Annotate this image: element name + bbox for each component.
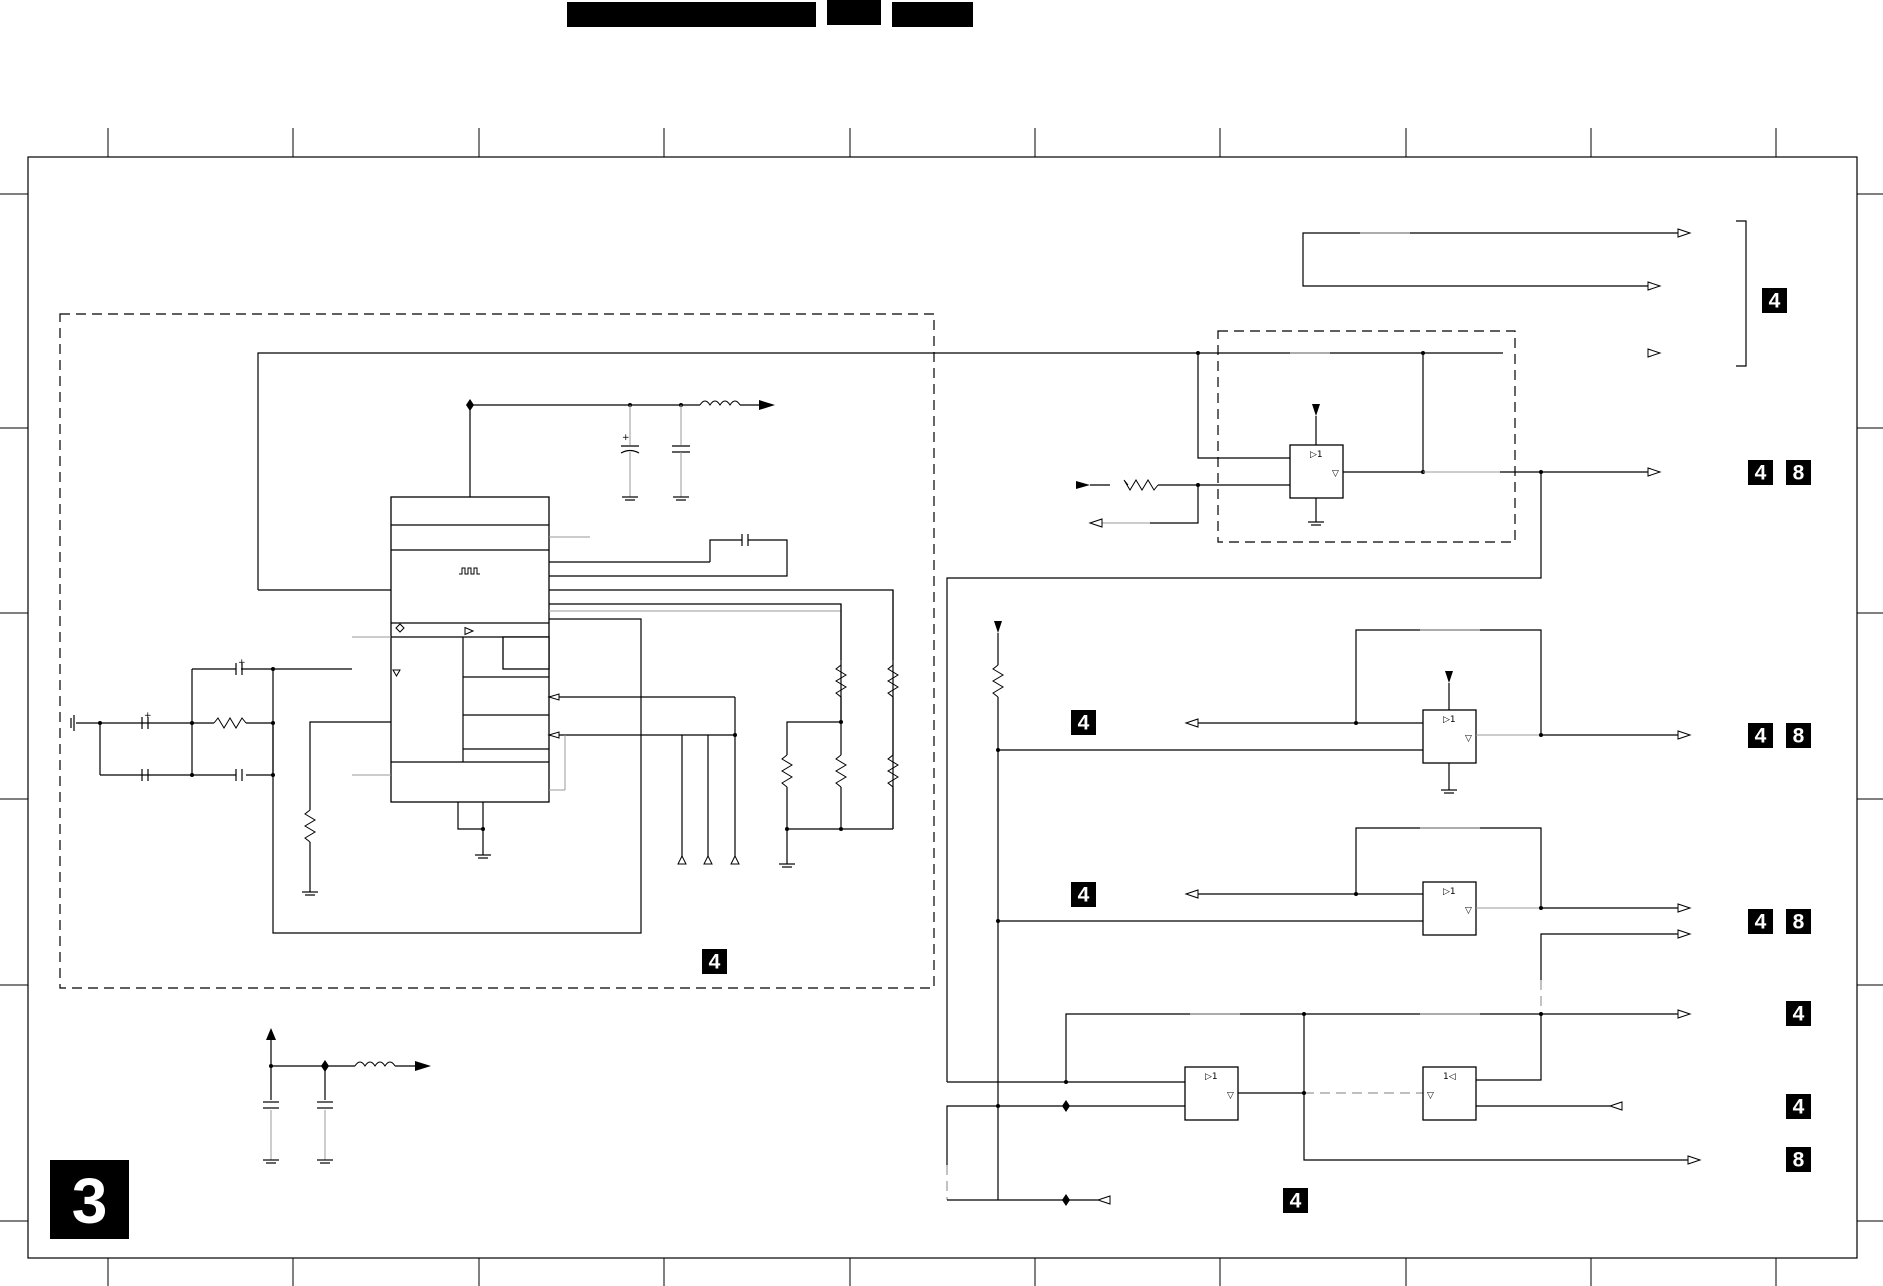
- svg-text:4: 4: [1755, 911, 1767, 934]
- svg-text:4: 4: [1078, 712, 1090, 735]
- svg-text:+: +: [622, 433, 630, 443]
- ref-buf1-out-4: 4: [1748, 723, 1773, 748]
- svg-text:▷1: ▷1: [1443, 887, 1456, 897]
- upper-right-signals: [1302, 220, 1747, 367]
- svg-text:4: 4: [1769, 290, 1781, 313]
- ic-supply: +: [466, 399, 775, 501]
- svg-text:▽: ▽: [1465, 734, 1472, 744]
- sheet-number-badge: 3: [50, 1160, 129, 1239]
- ref-dataline-4: 4: [1748, 460, 1773, 485]
- buffer-1: ▷1 ▽: [992, 621, 1692, 1200]
- ref-dataline-8: 8: [1786, 460, 1811, 485]
- svg-text:▷1: ▷1: [1443, 715, 1456, 725]
- buffer-subblock-top: ▷1 ▽: [946, 330, 1662, 1082]
- svg-text:▷1: ▷1: [1310, 450, 1323, 460]
- svg-text:▽: ▽: [1227, 1091, 1234, 1101]
- ref-buf2-out-4: 4: [1748, 909, 1773, 934]
- ref-upper-right-bracket: 4: [1762, 288, 1787, 313]
- svg-text:8: 8: [1793, 911, 1805, 934]
- ref-buf1-in: 4: [1071, 710, 1096, 735]
- ref-buf1-out-8: 8: [1786, 723, 1811, 748]
- svg-text:8: 8: [1793, 462, 1805, 485]
- svg-text:▽: ▽: [1332, 469, 1339, 479]
- svg-text:▽: ▽: [1465, 906, 1472, 916]
- svg-text:1◁: 1◁: [1443, 1072, 1456, 1082]
- svg-text:▷1: ▷1: [1205, 1072, 1218, 1082]
- title-bar-main: [567, 2, 816, 27]
- buffer-gate-4: [1422, 1066, 1477, 1121]
- sheet-border: [0, 128, 1883, 1286]
- ref-bus-line-1: 4: [1786, 1001, 1811, 1026]
- ic-subcircuit: +: [59, 313, 1503, 989]
- svg-text:3: 3: [72, 1165, 108, 1237]
- buffer-2: ▷1 ▽: [996, 827, 1692, 1014]
- svg-text:4: 4: [709, 951, 721, 974]
- svg-text:4: 4: [1793, 1096, 1805, 1119]
- svg-text:8: 8: [1793, 1149, 1805, 1172]
- svg-text:8: 8: [1793, 725, 1805, 748]
- svg-text:▽: ▽: [1427, 1091, 1434, 1101]
- ref-bus-line-3: 8: [1786, 1147, 1811, 1172]
- supply-filter: [263, 1028, 431, 1164]
- title-bar-small: [827, 0, 881, 25]
- svg-text:4: 4: [1793, 1003, 1805, 1026]
- bottom-buffers: ▷1 ▽ 1◁ ▽: [946, 1009, 1702, 1206]
- ic-ground: [457, 802, 491, 859]
- title-bar-right: [892, 2, 973, 27]
- header-bars: [567, 0, 973, 27]
- ref-ic-block: 4: [702, 949, 727, 974]
- svg-text:4: 4: [1755, 462, 1767, 485]
- ref-buf2-in: 4: [1071, 882, 1096, 907]
- rc-network: + +: [70, 636, 391, 896]
- reference-tags: 4 4 8 4 8 4 4 4: [702, 288, 1811, 1213]
- ic-chip: [390, 496, 550, 803]
- ic-pin-connections: [272, 534, 899, 934]
- buffer-gate-3: [1184, 1066, 1239, 1121]
- svg-text:+: +: [144, 711, 152, 721]
- svg-text:4: 4: [1755, 725, 1767, 748]
- ref-buf2-out-8: 8: [1786, 909, 1811, 934]
- ref-bottom-input: 4: [1283, 1188, 1308, 1213]
- ref-bus-line-2: 4: [1786, 1094, 1811, 1119]
- svg-text:4: 4: [1078, 884, 1090, 907]
- buffer-gate-2: [1422, 881, 1477, 936]
- svg-text:+: +: [238, 658, 246, 668]
- svg-text:4: 4: [1290, 1190, 1302, 1213]
